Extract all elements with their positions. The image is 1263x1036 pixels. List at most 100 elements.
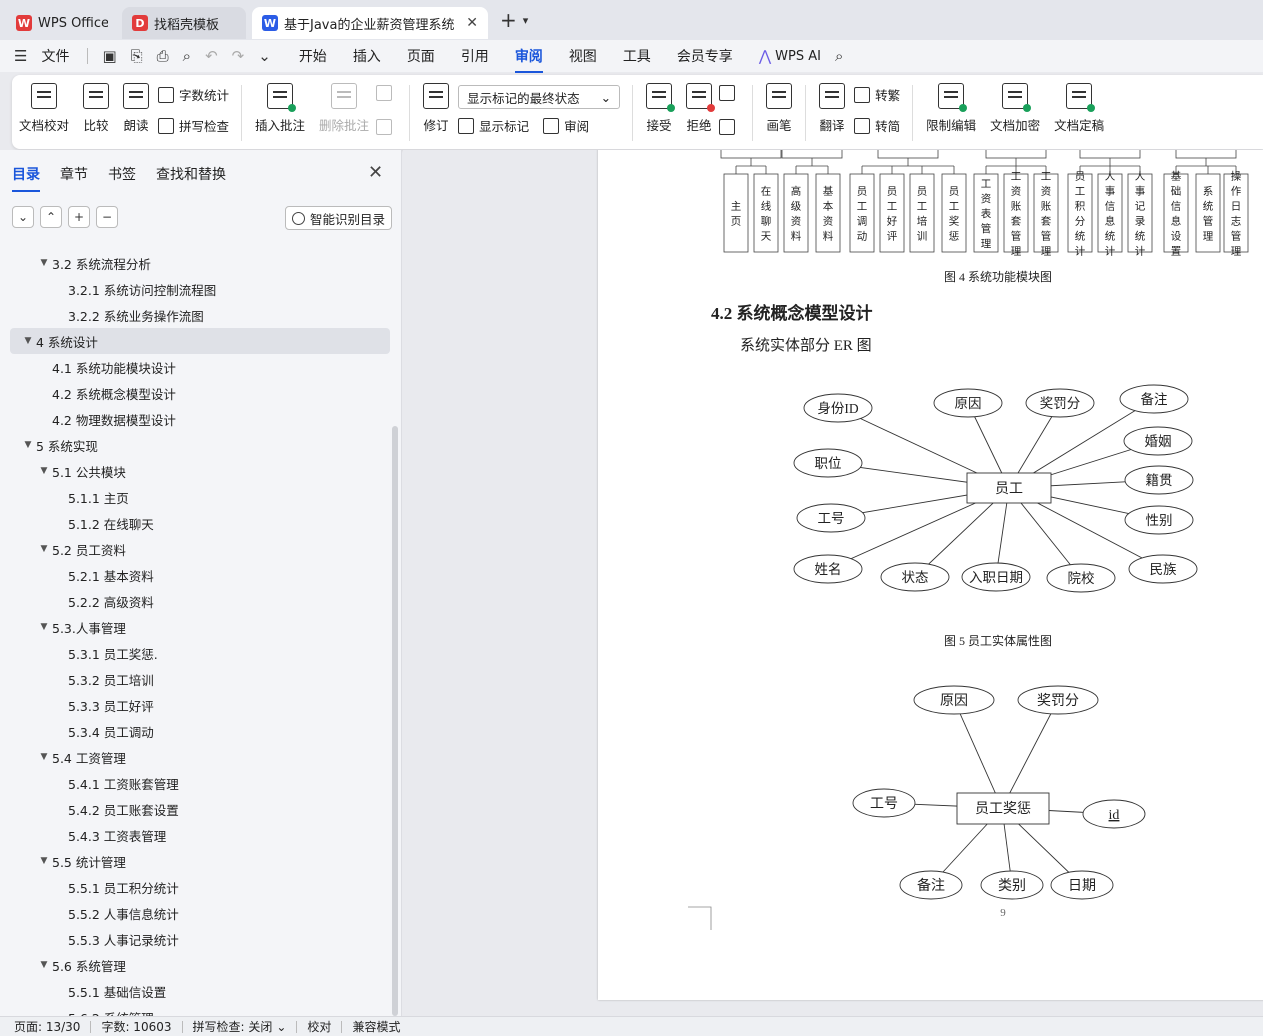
menu-references[interactable]: 引用 <box>460 49 489 65</box>
track-changes-button[interactable]: 修订 <box>423 83 450 134</box>
toc-item[interactable]: 5.5.3 人事记录统计 <box>10 926 390 952</box>
delete-comment-button[interactable]: 删除批注 <box>319 83 369 134</box>
menu-page[interactable]: 页面 <box>406 49 435 65</box>
prev-comment-button[interactable] <box>376 85 397 101</box>
toc-item[interactable]: 4.1 系统功能模块设计 <box>10 354 390 380</box>
toc-item[interactable]: 5.2.2 高级资料 <box>10 588 390 614</box>
menu-home[interactable]: 开始 <box>298 49 327 65</box>
next-change-button[interactable] <box>719 119 740 135</box>
expand-level-icon[interactable]: ⌃ <box>40 206 62 228</box>
menu-view[interactable]: 视图 <box>568 49 597 65</box>
compare-button[interactable]: 比较 <box>83 83 110 134</box>
menu-insert[interactable]: 插入 <box>352 49 381 65</box>
toc-item[interactable]: ▼5.4 工资管理 <box>10 744 390 770</box>
redo-icon[interactable]: ↷ <box>231 47 245 65</box>
toc-item[interactable]: ▼5.2 员工资料 <box>10 536 390 562</box>
review-pane-button[interactable]: 审阅 <box>543 116 589 135</box>
toc-item[interactable]: ▼4 系统设计 <box>10 328 390 354</box>
toc-item[interactable]: ▼5.3.人事管理 <box>10 614 390 640</box>
smart-toc-button[interactable]: 智能识别目录 <box>285 206 393 230</box>
menu-tools[interactable]: 工具 <box>622 49 651 65</box>
expand-arrow-icon[interactable]: ▼ <box>40 856 48 866</box>
doc-check-button[interactable]: 文档校对 <box>19 83 69 134</box>
toc-item[interactable]: 3.2.2 系统业务操作流图 <box>10 302 390 328</box>
word-count-indicator[interactable]: 字数: 10603 <box>101 1020 172 1034</box>
toc-item[interactable]: 4.2 物理数据模型设计 <box>10 406 390 432</box>
spell-check-status[interactable]: 拼写检查: 关闭 <box>192 1020 273 1034</box>
show-markup-button[interactable]: 显示标记 <box>458 116 529 135</box>
print-icon[interactable]: ⎙ <box>156 47 169 65</box>
nav-tab-toc[interactable]: 目录 <box>12 164 40 192</box>
collapse-level-icon[interactable]: ⌄ <box>12 206 34 228</box>
expand-arrow-icon[interactable]: ▼ <box>24 336 32 346</box>
toc-item[interactable]: 5.3.1 员工奖惩. <box>10 640 390 666</box>
nav-tab-bookmarks[interactable]: 书签 <box>108 167 136 183</box>
expand-arrow-icon[interactable]: ▼ <box>40 258 48 268</box>
proofread-status[interactable]: 校对 <box>307 1020 332 1034</box>
toc-item[interactable]: 5.5.2 人事信息统计 <box>10 900 390 926</box>
menu-review[interactable]: 审阅 <box>514 46 543 73</box>
next-comment-button[interactable] <box>376 119 397 135</box>
pen-button[interactable]: 画笔 <box>766 83 793 134</box>
toc-item[interactable]: 5.2.1 基本资料 <box>10 562 390 588</box>
toc-item[interactable]: 5.4.3 工资表管理 <box>10 822 390 848</box>
new-tab-icon[interactable]: + <box>500 8 517 32</box>
hamburger-icon[interactable]: ☰ <box>14 47 28 65</box>
insert-comment-button[interactable]: 插入批注 <box>255 83 305 134</box>
toc-item[interactable]: 5.5.1 基础信设置 <box>10 978 390 1004</box>
toc-item[interactable]: ▼3.2 系统流程分析 <box>10 250 390 276</box>
accept-button[interactable]: 接受 <box>646 83 676 134</box>
spell-check-button[interactable]: 拼写检查 <box>158 116 229 135</box>
expand-arrow-icon[interactable]: ▼ <box>24 440 32 450</box>
page-indicator[interactable]: 页面: 13/30 <box>14 1020 81 1034</box>
to-simplified-button[interactable]: 转简 <box>854 116 900 135</box>
word-count-button[interactable]: 字数统计 <box>158 85 229 104</box>
toc-item[interactable]: ▼5.6 系统管理 <box>10 952 390 978</box>
chevron-down-icon[interactable]: ⌄ <box>276 1019 287 1034</box>
menu-wps-ai[interactable]: WPS AI <box>775 48 821 64</box>
prev-change-button[interactable] <box>719 85 740 101</box>
toc-item[interactable]: ▼5.1 公共模块 <box>10 458 390 484</box>
markup-state-select[interactable]: 显示标记的最终状态⌄ <box>458 85 621 109</box>
toc-item[interactable]: 4.2 系统概念模型设计 <box>10 380 390 406</box>
expand-arrow-icon[interactable]: ▼ <box>40 752 48 762</box>
restrict-edit-button[interactable]: 限制编辑 <box>926 83 976 134</box>
tab-docer-templates[interactable]: D 找稻壳模板 <box>122 7 246 39</box>
tab-current-document[interactable]: W 基于Java的企业薪资管理系统 ✕ <box>252 7 488 39</box>
share-icon[interactable]: ⎘ <box>130 47 143 65</box>
toc-item[interactable]: 3.2.1 系统访问控制流程图 <box>10 276 390 302</box>
undo-icon[interactable]: ↶ <box>205 47 218 65</box>
reject-button[interactable]: 拒绝 <box>686 83 716 134</box>
toc-item[interactable]: 5.4.2 员工账套设置 <box>10 796 390 822</box>
toc-scrollbar[interactable] <box>392 426 398 1016</box>
encrypt-button[interactable]: 文档加密 <box>990 83 1040 134</box>
nav-tab-find-replace[interactable]: 查找和替换 <box>156 167 226 183</box>
toc-item[interactable]: 5.1.1 主页 <box>10 484 390 510</box>
more-chevron-icon[interactable]: ⌄ <box>258 47 271 65</box>
toc-item[interactable]: 5.4.1 工资账套管理 <box>10 770 390 796</box>
remove-heading-icon[interactable]: − <box>96 206 118 228</box>
print-preview-icon[interactable]: ⌕ <box>182 47 192 65</box>
expand-arrow-icon[interactable]: ▼ <box>40 466 48 476</box>
save-icon[interactable]: ▣ <box>102 47 117 65</box>
search-icon[interactable]: ⌕ <box>834 47 844 65</box>
toc-item[interactable]: ▼5 系统实现 <box>10 432 390 458</box>
finalize-button[interactable]: 文档定稿 <box>1054 83 1104 134</box>
toc-item[interactable]: ▼5.5 统计管理 <box>10 848 390 874</box>
expand-arrow-icon[interactable]: ▼ <box>40 544 48 554</box>
add-heading-icon[interactable]: + <box>68 206 90 228</box>
close-tab-icon[interactable]: ✕ <box>466 15 478 31</box>
toc-item[interactable]: 5.3.4 员工调动 <box>10 718 390 744</box>
toc-item[interactable]: 5.3.2 员工培训 <box>10 666 390 692</box>
toc-item[interactable]: 5.1.2 在线聊天 <box>10 510 390 536</box>
toc-item[interactable]: 5.3.3 员工好评 <box>10 692 390 718</box>
expand-arrow-icon[interactable]: ▼ <box>40 960 48 970</box>
expand-arrow-icon[interactable]: ▼ <box>40 622 48 632</box>
close-icon[interactable]: ✕ <box>368 162 384 183</box>
to-traditional-button[interactable]: 转繁 <box>854 85 900 104</box>
tab-wps-office[interactable]: W WPS Office <box>6 7 118 39</box>
menu-member[interactable]: 会员专享 <box>676 49 733 65</box>
menu-file[interactable]: 文件 <box>41 49 70 65</box>
toc-item[interactable]: 5.5.1 员工积分统计 <box>10 874 390 900</box>
read-aloud-button[interactable]: 朗读 <box>123 83 150 134</box>
